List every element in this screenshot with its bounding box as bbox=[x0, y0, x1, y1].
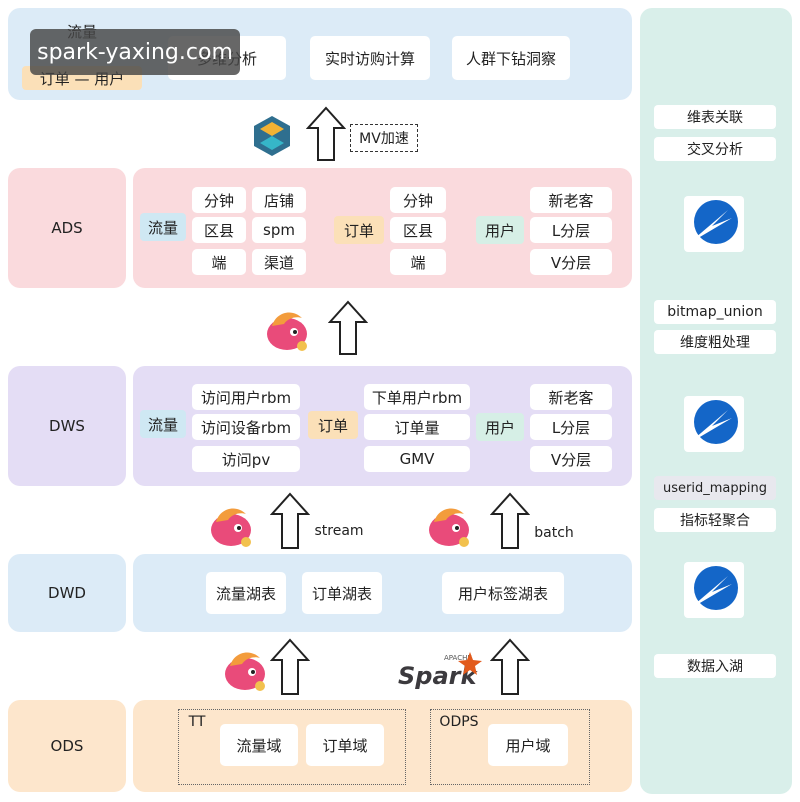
flink-logo-icon bbox=[211, 508, 251, 547]
arrow-up-icon bbox=[270, 492, 310, 549]
app-box-realtime: 实时访购计算 bbox=[310, 36, 430, 80]
dwd-user-tag-lake-table: 用户标签湖表 bbox=[442, 572, 564, 614]
ads-flow-tag: 流量 bbox=[140, 213, 186, 241]
dwd-order-lake-table: 订单湖表 bbox=[302, 572, 382, 614]
watermark: spark-yaxing.com bbox=[30, 29, 240, 75]
dwd-layer-tab bbox=[8, 554, 126, 632]
ods-layer-tab bbox=[8, 700, 126, 792]
right-data-ingest-lake: 数据入湖 bbox=[654, 654, 776, 678]
ads-flow-channel: 渠道 bbox=[252, 249, 306, 275]
stream-label: stream bbox=[314, 523, 364, 539]
arrow-up-icon bbox=[328, 300, 368, 355]
dws-order-buyer-rbm: 下单用户rbm bbox=[364, 384, 470, 410]
dws-flow-visit-device-rbm: 访问设备rbm bbox=[192, 414, 300, 440]
ads-flow-spm: spm bbox=[252, 217, 306, 243]
dws-flow-tag: 流量 bbox=[140, 410, 186, 438]
ads-user-v-tier: V分层 bbox=[530, 249, 612, 275]
ads-flow-end: 端 bbox=[192, 249, 246, 275]
arrow-up-icon bbox=[306, 106, 346, 161]
arrow-up-icon bbox=[490, 492, 530, 549]
right-metric-light-agg: 指标轻聚合 bbox=[654, 508, 776, 532]
ods-flow-domain: 流量域 bbox=[220, 724, 298, 766]
flink-logo-icon bbox=[267, 312, 307, 351]
dws-flow-visit-user-rbm: 访问用户rbm bbox=[192, 384, 300, 410]
ods-odps-group bbox=[430, 709, 590, 785]
ads-flow-minute: 分钟 bbox=[192, 187, 246, 213]
ads-flow-shop: 店铺 bbox=[252, 187, 306, 213]
ads-order-county: 区县 bbox=[390, 217, 446, 243]
app-box-crowd: 人群下钻洞察 bbox=[452, 36, 570, 80]
dws-layer-label: DWS bbox=[49, 417, 85, 435]
batch-label: batch bbox=[534, 525, 574, 541]
dwd-layer-label: DWD bbox=[48, 584, 86, 602]
ads-order-end: 端 bbox=[390, 249, 446, 275]
kylin-logo-icon bbox=[254, 116, 290, 156]
ods-user-domain: 用户域 bbox=[488, 724, 568, 766]
ods-tt-group bbox=[178, 709, 406, 785]
hologres-logo-icon bbox=[684, 196, 744, 252]
dws-order-tag: 订单 bbox=[308, 411, 358, 439]
hologres-logo-icon bbox=[684, 562, 744, 618]
arrow-up-icon bbox=[490, 638, 530, 695]
ods-odps-label: ODPS bbox=[439, 714, 479, 730]
right-userid-mapping: userid_mapping bbox=[654, 476, 776, 500]
dws-user-tag: 用户 bbox=[476, 413, 524, 441]
dws-layer-tab bbox=[8, 366, 126, 486]
ads-flow-county: 区县 bbox=[192, 217, 246, 243]
right-cross-analysis: 交叉分析 bbox=[654, 137, 776, 161]
ods-tt-label: TT bbox=[188, 714, 206, 730]
ods-order-domain: 订单域 bbox=[306, 724, 384, 766]
dws-order-gmv: GMV bbox=[364, 446, 470, 472]
flink-logo-icon bbox=[429, 508, 469, 547]
ads-order-tag: 订单 bbox=[334, 216, 384, 244]
dwd-flow-lake-table: 流量湖表 bbox=[206, 572, 286, 614]
ads-user-tag: 用户 bbox=[476, 216, 524, 244]
right-dim-table-join: 维表关联 bbox=[654, 105, 776, 129]
dws-flow-visit-pv: 访问pv bbox=[192, 446, 300, 472]
spark-logo-small-text: APACHE bbox=[444, 654, 472, 662]
arrow-up-icon bbox=[270, 638, 310, 695]
dws-user-l-tier: L分层 bbox=[530, 414, 612, 440]
mv-accel-label: MV加速 bbox=[350, 124, 418, 152]
hologres-logo-icon bbox=[684, 396, 744, 452]
spark-logo-icon: APACHE Spark bbox=[398, 652, 482, 690]
ads-layer-tab bbox=[8, 168, 126, 288]
right-dim-coarse-processing: 维度粗处理 bbox=[654, 330, 776, 354]
dws-order-count: 订单量 bbox=[364, 414, 470, 440]
ads-layer-label: ADS bbox=[51, 219, 83, 237]
flink-logo-icon bbox=[225, 652, 265, 691]
right-bitmap-union: bitmap_union bbox=[654, 300, 776, 324]
ads-order-minute: 分钟 bbox=[390, 187, 446, 213]
dws-user-v-tier: V分层 bbox=[530, 446, 612, 472]
dws-user-newold: 新老客 bbox=[530, 384, 612, 410]
ads-user-newold: 新老客 bbox=[530, 187, 612, 213]
ods-layer-label: ODS bbox=[50, 737, 84, 755]
ads-user-l-tier: L分层 bbox=[530, 217, 612, 243]
